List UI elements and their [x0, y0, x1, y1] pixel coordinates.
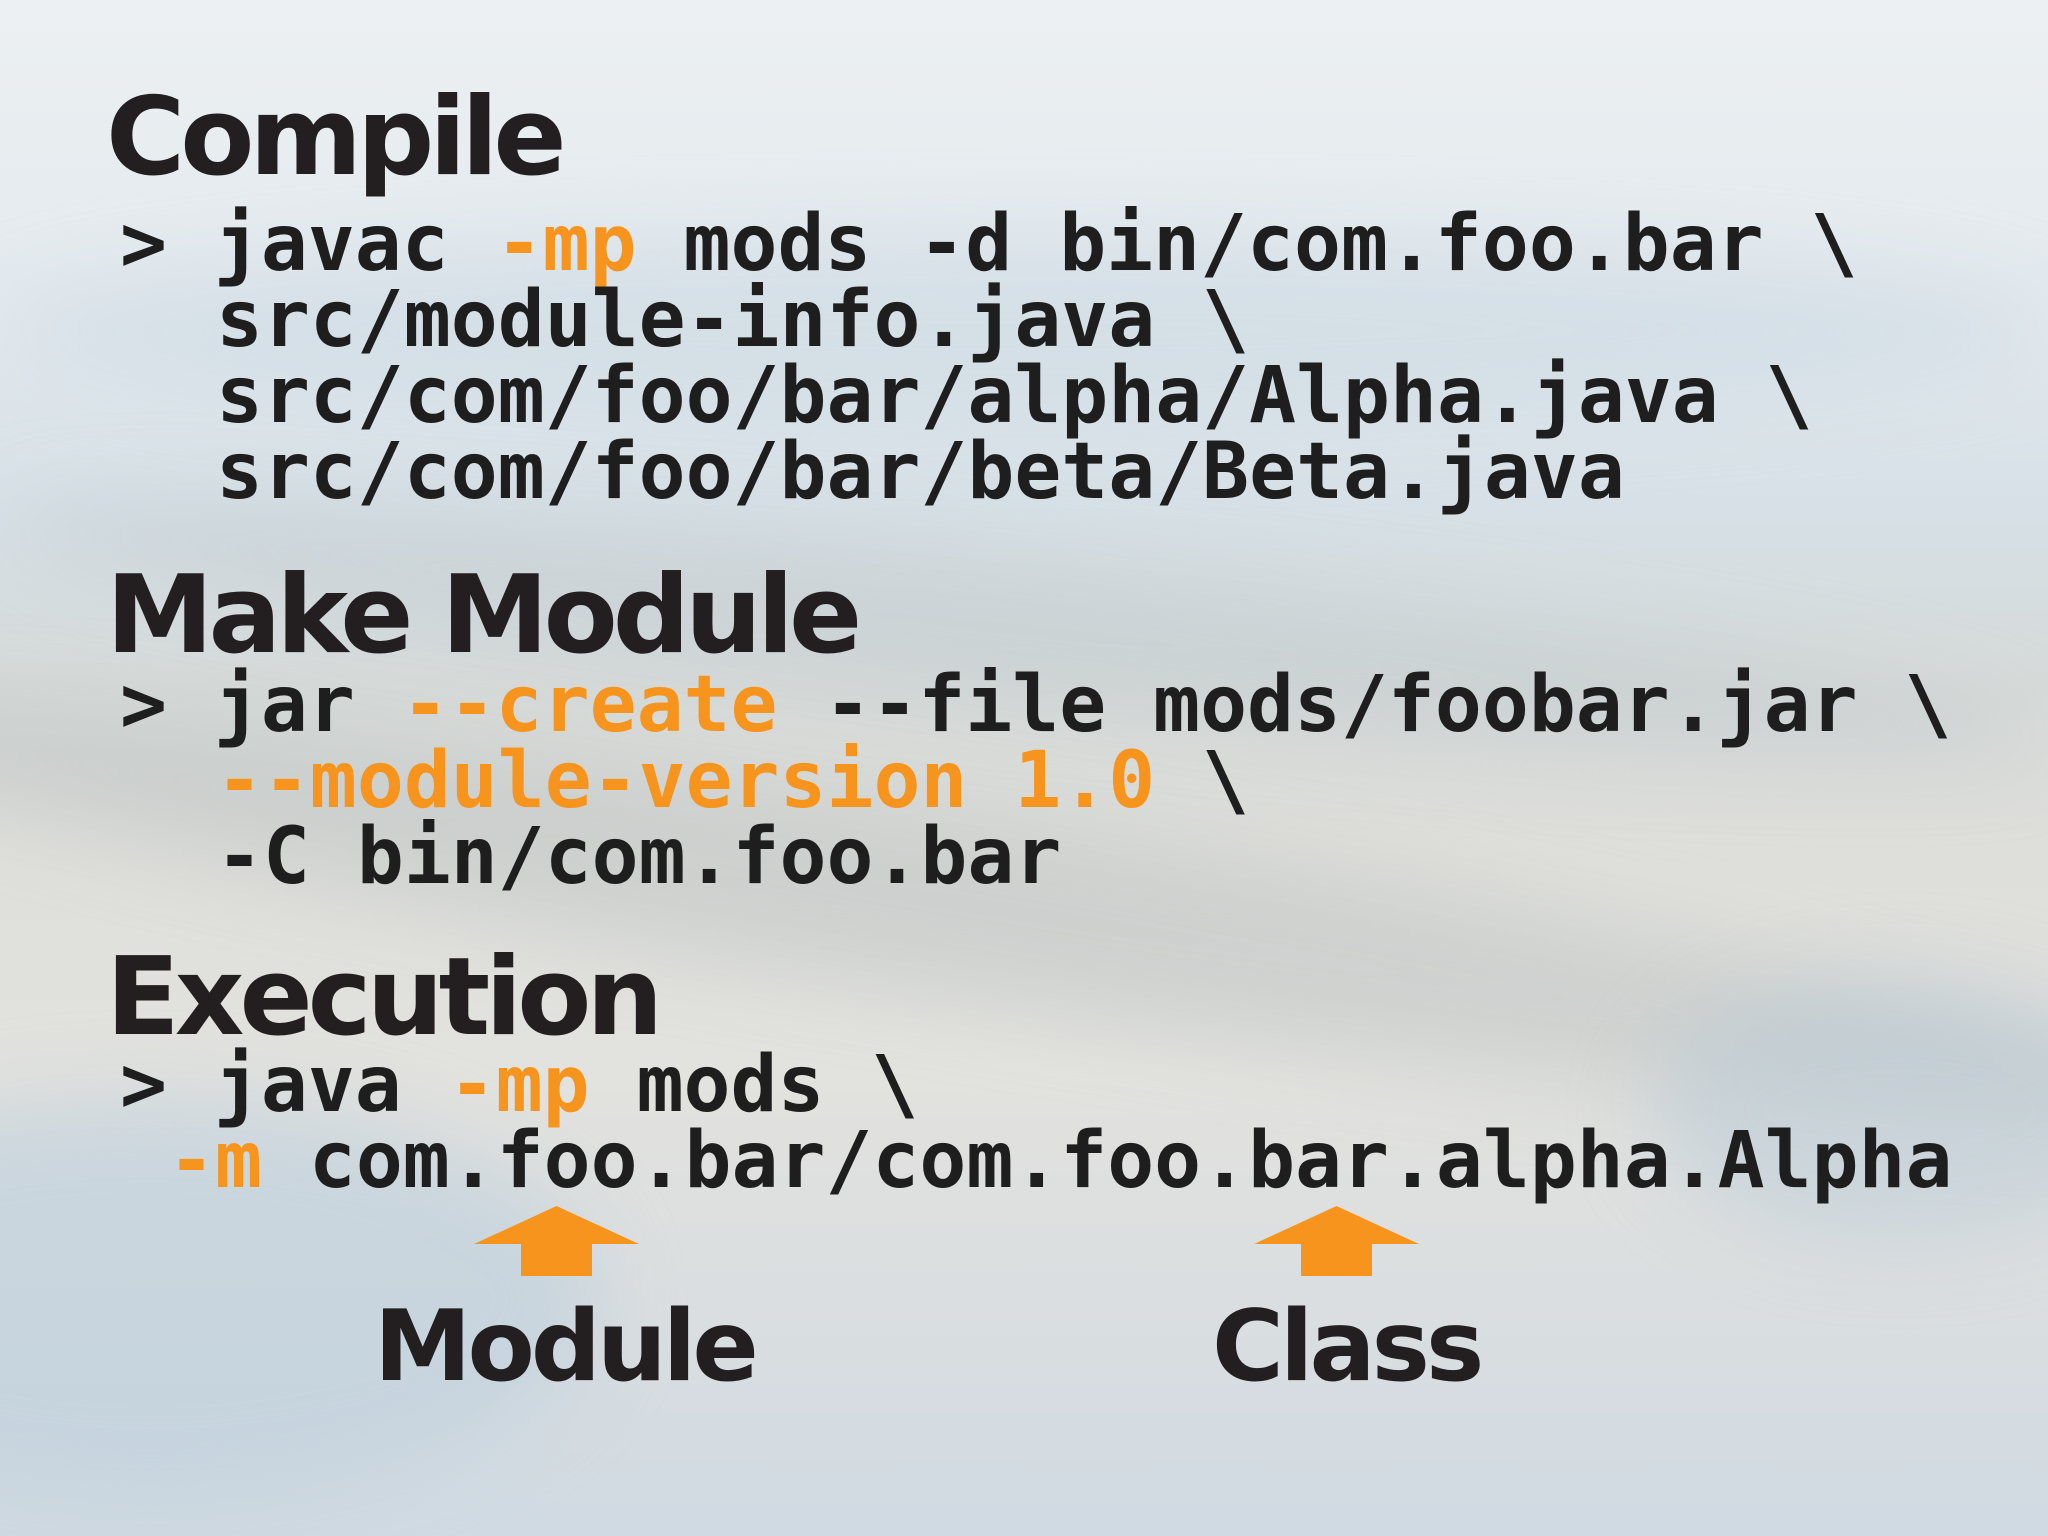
command-args: --file mods/foobar.jar \ — [777, 660, 1952, 750]
command-args: mods \ — [589, 1040, 919, 1130]
module-path-flag: -mp — [495, 199, 637, 289]
jar-command-line-3: -C bin/com.foo.bar — [216, 812, 1062, 902]
jar-command-line-1: > jar --create --file mods/foobar.jar \ — [120, 666, 1951, 744]
module-path-flag: -mp — [448, 1040, 590, 1130]
module-version-flag: --module-version 1.0 — [216, 736, 1156, 826]
command: jar — [213, 660, 402, 750]
command-args: mods -d bin/com.foo.bar \ — [636, 199, 1858, 289]
module-label: Module — [374, 1290, 759, 1404]
compile-command-line-2: src/module-info.java \ — [216, 275, 1250, 365]
prompt: > — [120, 199, 214, 289]
compile-heading: Compile — [106, 75, 567, 200]
module-flag: -m — [168, 1116, 262, 1206]
compile-command-line-1: > javac -mp mods -d bin/com.foo.bar \ — [120, 205, 1858, 283]
make-module-heading: Make Module — [106, 553, 862, 678]
command: java — [213, 1040, 449, 1130]
up-arrow-icon — [1254, 1206, 1419, 1276]
command-args: \ — [1155, 736, 1250, 826]
class-label: Class — [1212, 1290, 1484, 1404]
command: javac — [213, 199, 496, 289]
execution-heading: Execution — [106, 935, 663, 1060]
prompt: > — [120, 1040, 214, 1130]
compile-command-line-3: src/com/foo/bar/alpha/Alpha.java \ — [216, 351, 1813, 441]
prompt: > — [120, 660, 214, 750]
jar-command-line-2: --module-version 1.0 \ — [216, 742, 1249, 820]
compile-command-line-4: src/com/foo/bar/beta/Beta.java — [216, 427, 1625, 517]
up-arrow-icon — [474, 1206, 639, 1276]
command-args: com.foo.bar/com.foo.bar.alpha.Alpha — [261, 1116, 1953, 1206]
java-command-line-2: -m com.foo.bar/com.foo.bar.alpha.Alpha — [168, 1122, 1952, 1200]
java-command-line-1: > java -mp mods \ — [120, 1046, 918, 1124]
create-flag: --create — [401, 660, 778, 750]
